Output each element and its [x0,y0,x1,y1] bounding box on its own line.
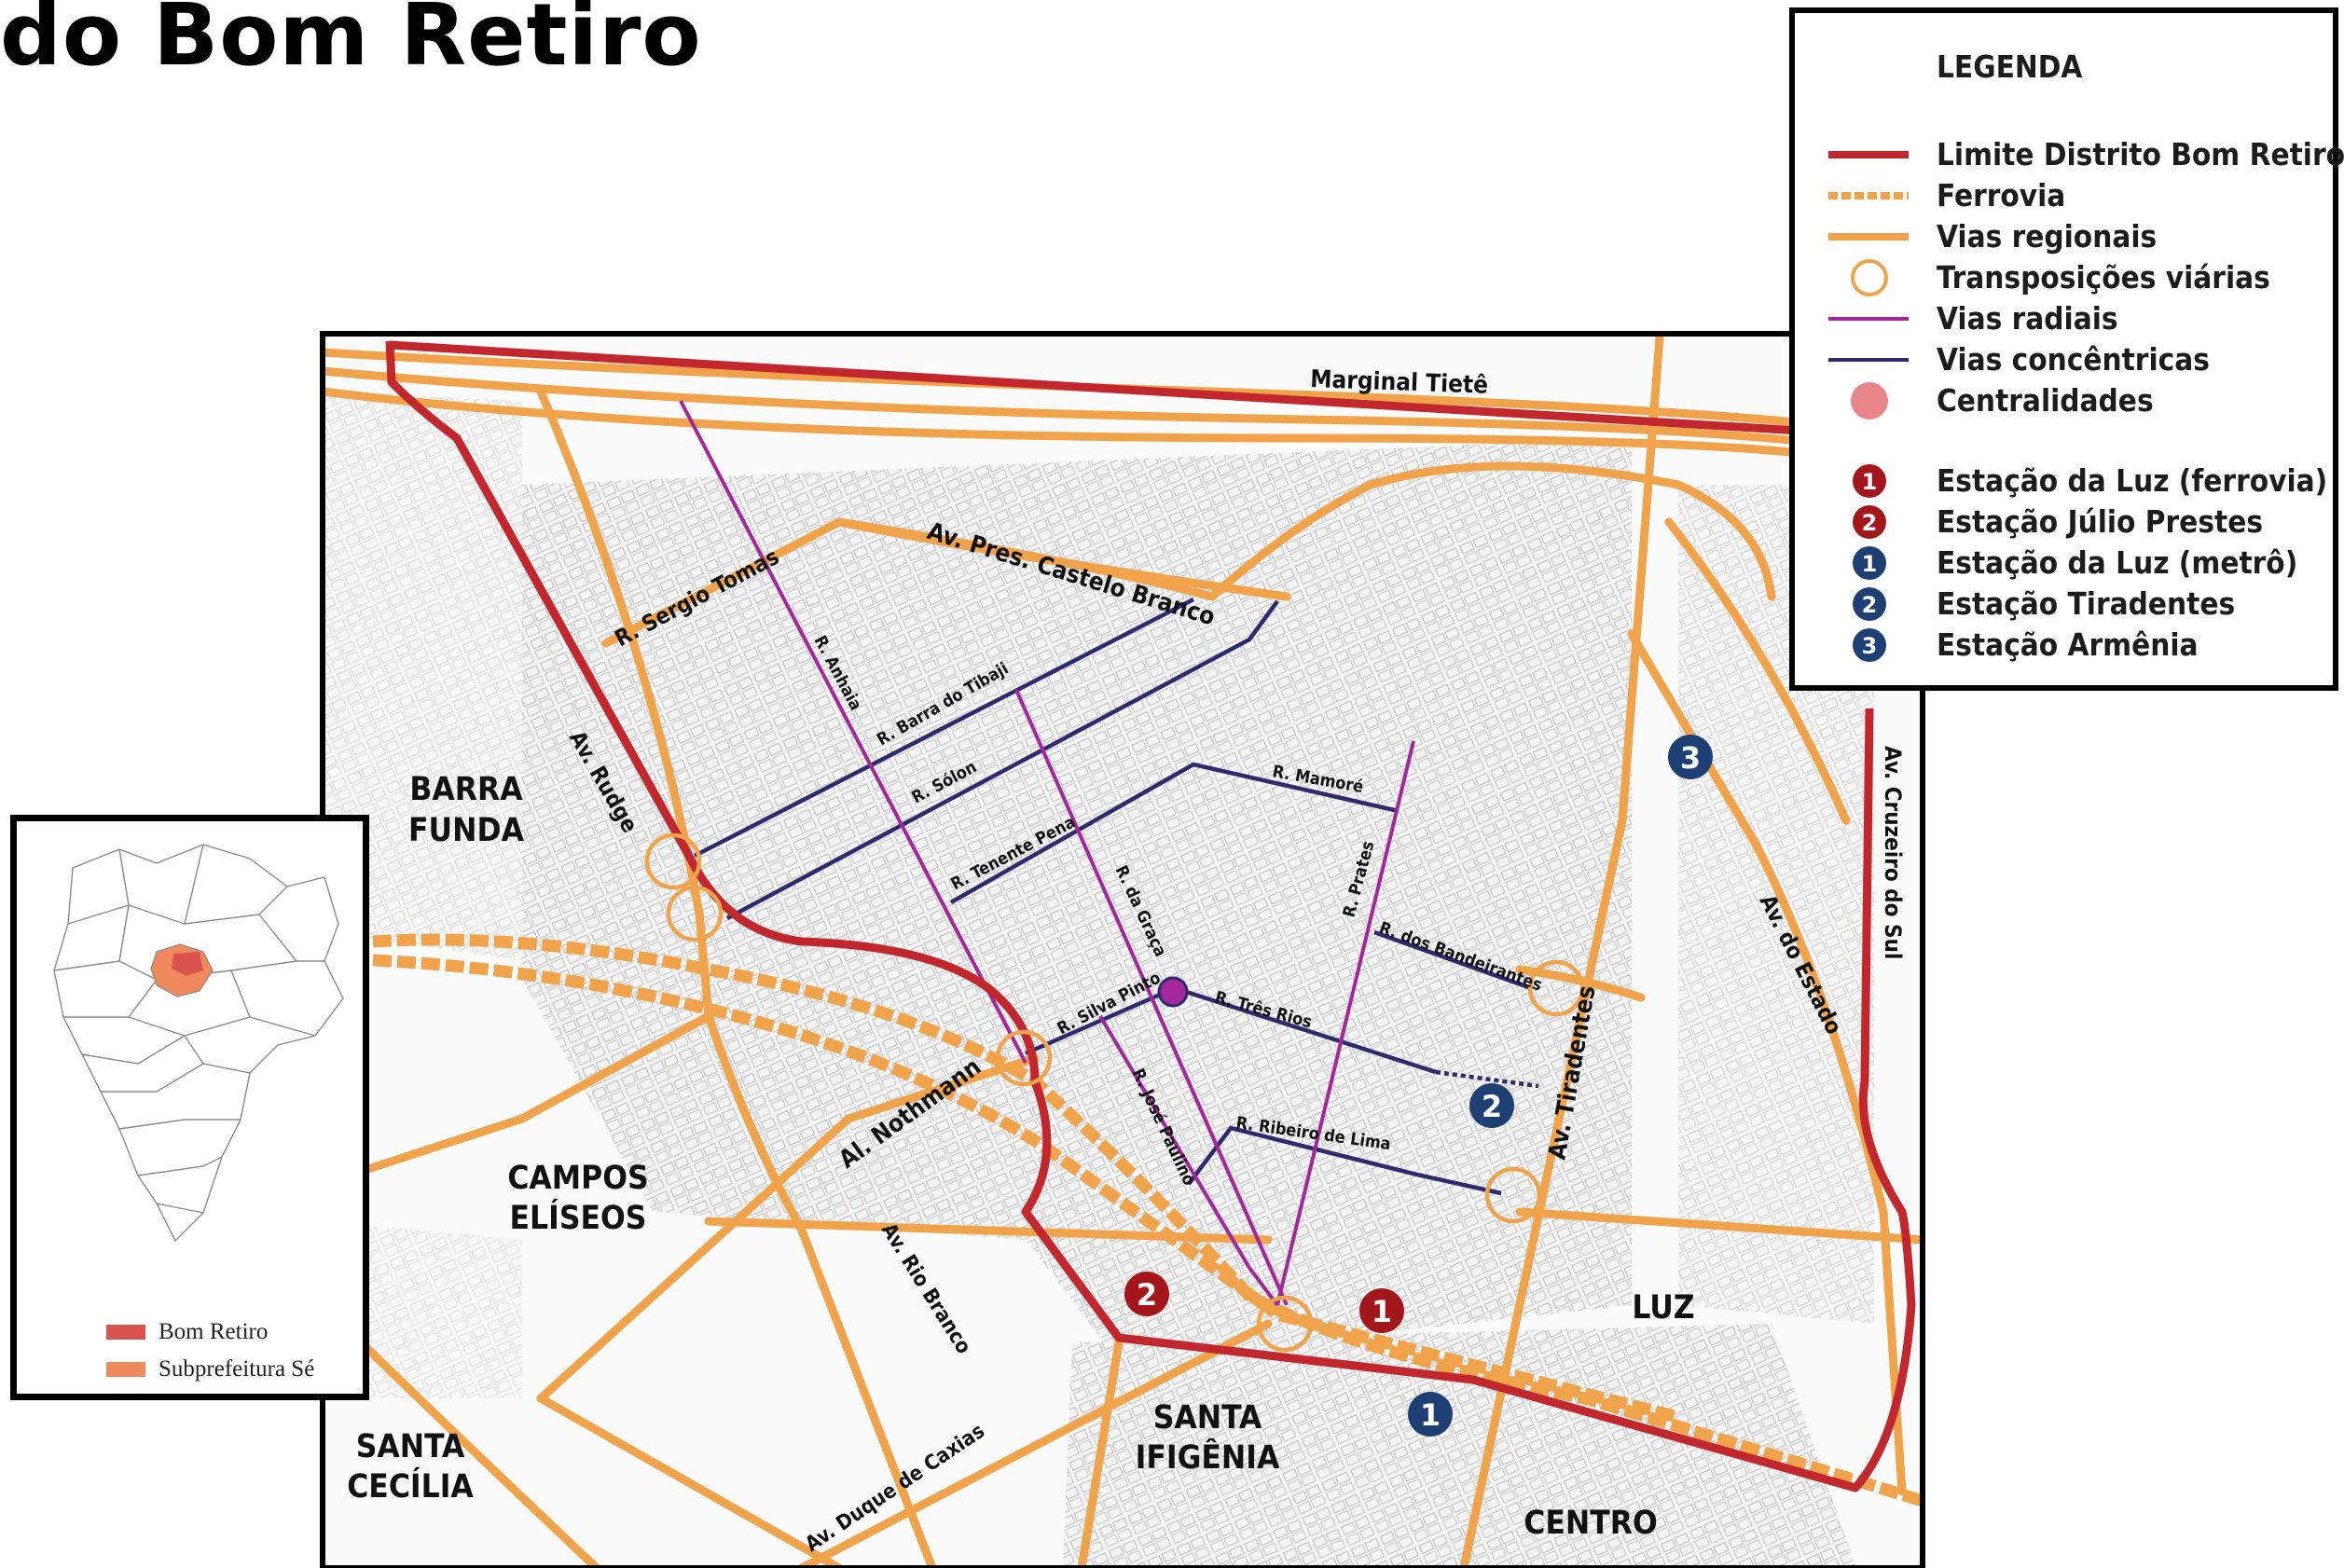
district-limit [385,340,1916,1492]
legend-item-centralidades: Centralidades [1795,380,2336,421]
station-armenia: 3 [1668,735,1713,779]
svg-text:1: 1 [1420,1397,1441,1433]
regional-roads [323,334,1923,1568]
legend-item-estacao-luz-ferrovia: 1 Estação da Luz (ferrovia) [1795,461,2336,502]
district-label-santa-ifigenia-2: IFIGÊNIA [1136,1437,1280,1477]
blue-station-marker-icon: 1 [1853,546,1886,580]
urban-blocks [522,438,1632,1361]
district-label-santa-cecilia-1: SANTA [356,1428,465,1465]
legend-item-estacao-tiradentes: 2 Estação Tiradentes [1795,584,2336,625]
transposition-circle [1256,1295,1314,1353]
transposition-circle [666,885,724,942]
legend-item-vias-regionais: Vias regionais [1795,216,2336,257]
duque-caxias-road [797,1319,1273,1568]
transposition-circle [1527,959,1585,1017]
legend-item-vias-radiais: Vias radiais [1795,298,2336,339]
svg-text:2: 2 [1137,1277,1157,1313]
station-luz-ferrovia: 1 [1359,1288,1404,1333]
pink-dot-icon [1851,382,1888,420]
district-label-campos-eliseos-1: CAMPOS [507,1160,648,1197]
district-label-barra-funda-2: FUNDA [408,812,525,849]
bom-retiro-swatch [106,1325,145,1340]
svg-text:3: 3 [1680,740,1701,776]
svg-text:1: 1 [1372,1294,1392,1329]
nothmann-road [536,1053,1040,1403]
svg-text:1: 1 [1862,551,1878,577]
purple-line-icon [1828,317,1909,321]
blue-station-marker-icon: 2 [1853,587,1886,621]
district-label-luz: LUZ [1632,1289,1694,1327]
inset-legend-subprefeitura-se: Subprefeitura Sé [159,1356,315,1382]
dashed-orange-line-icon [1828,192,1909,199]
transposition-circle [644,832,702,890]
inset-locator-map: Bom Retiro Subprefeitura Sé [10,815,369,1400]
legend-title: LEGENDA [1937,48,2083,85]
red-line-icon [1828,151,1909,158]
inset-legend-bom-retiro: Bom Retiro [159,1319,269,1344]
legend-item-transposicoes: Transposições viárias [1795,257,2336,298]
svg-text:2: 2 [1482,1089,1502,1124]
district-label-santa-cecilia-2: CECÍLIA [347,1466,474,1506]
orange-circle-icon [1851,259,1888,296]
sao-paulo-outline-map [53,844,344,1243]
svg-text:1: 1 [1862,469,1878,495]
transposition-circle [1484,1166,1542,1224]
radial-streets [679,400,1415,1307]
transpositions [644,832,1585,1353]
station-julio-prestes: 2 [1124,1272,1169,1316]
legend-item-estacao-armenia: 3 Estação Armênia [1795,625,2336,666]
station-markers: 1 2 1 2 3 [1124,735,1713,1437]
transposition-circle [995,1029,1053,1087]
station-luz-metro: 1 [1408,1392,1453,1437]
av-do-estado-road [1627,629,1907,1496]
legend-box: LEGENDA Limite Distrito Bom Retiro Ferro… [1789,7,2344,691]
page-title: do Bom Retiro [0,0,702,85]
svg-text:2: 2 [1862,510,1878,536]
legend-item-estacao-luz-metro: 1 Estação da Luz (metrô) [1795,543,2336,584]
district-label-campos-eliseos-2: ELÍSEOS [510,1198,647,1237]
svg-text:2: 2 [1862,592,1878,618]
street-label-marginal-tiete: Marginal Tietê [1310,365,1489,400]
district-label-centro: CENTRO [1524,1505,1657,1542]
red-station-marker-icon: 1 [1853,464,1886,498]
station-tiradentes: 2 [1469,1083,1514,1128]
district-label-santa-ifigenia-1: SANTA [1153,1399,1262,1437]
blue-station-marker-icon: 3 [1853,628,1886,662]
subprefeitura-se-swatch [106,1362,145,1377]
legend-item-limite: Limite Distrito Bom Retiro [1795,134,2344,175]
street-label-cruzeiro-sul: Av. Cruzeiro do Sul [1880,746,1906,959]
legend-item-vias-concentricas: Vias concêntricas [1795,339,2336,380]
tiradentes-road [1459,334,1664,1568]
bom-retiro-area [172,952,203,976]
centralidade-dot [1157,976,1189,1008]
legend-item-estacao-julio-prestes: 2 Estação Júlio Prestes [1795,502,2336,543]
main-map: 1 2 1 2 3 BARRA FUNDA CAMPOS ELÍSEOS SAN… [323,334,1923,1568]
red-station-marker-icon: 2 [1853,505,1886,539]
orange-line-icon [1828,233,1909,241]
legend-item-ferrovia: Ferrovia [1795,175,2336,216]
svg-text:3: 3 [1862,633,1878,659]
navy-line-icon [1828,358,1909,362]
district-label-barra-funda-1: BARRA [409,771,523,808]
